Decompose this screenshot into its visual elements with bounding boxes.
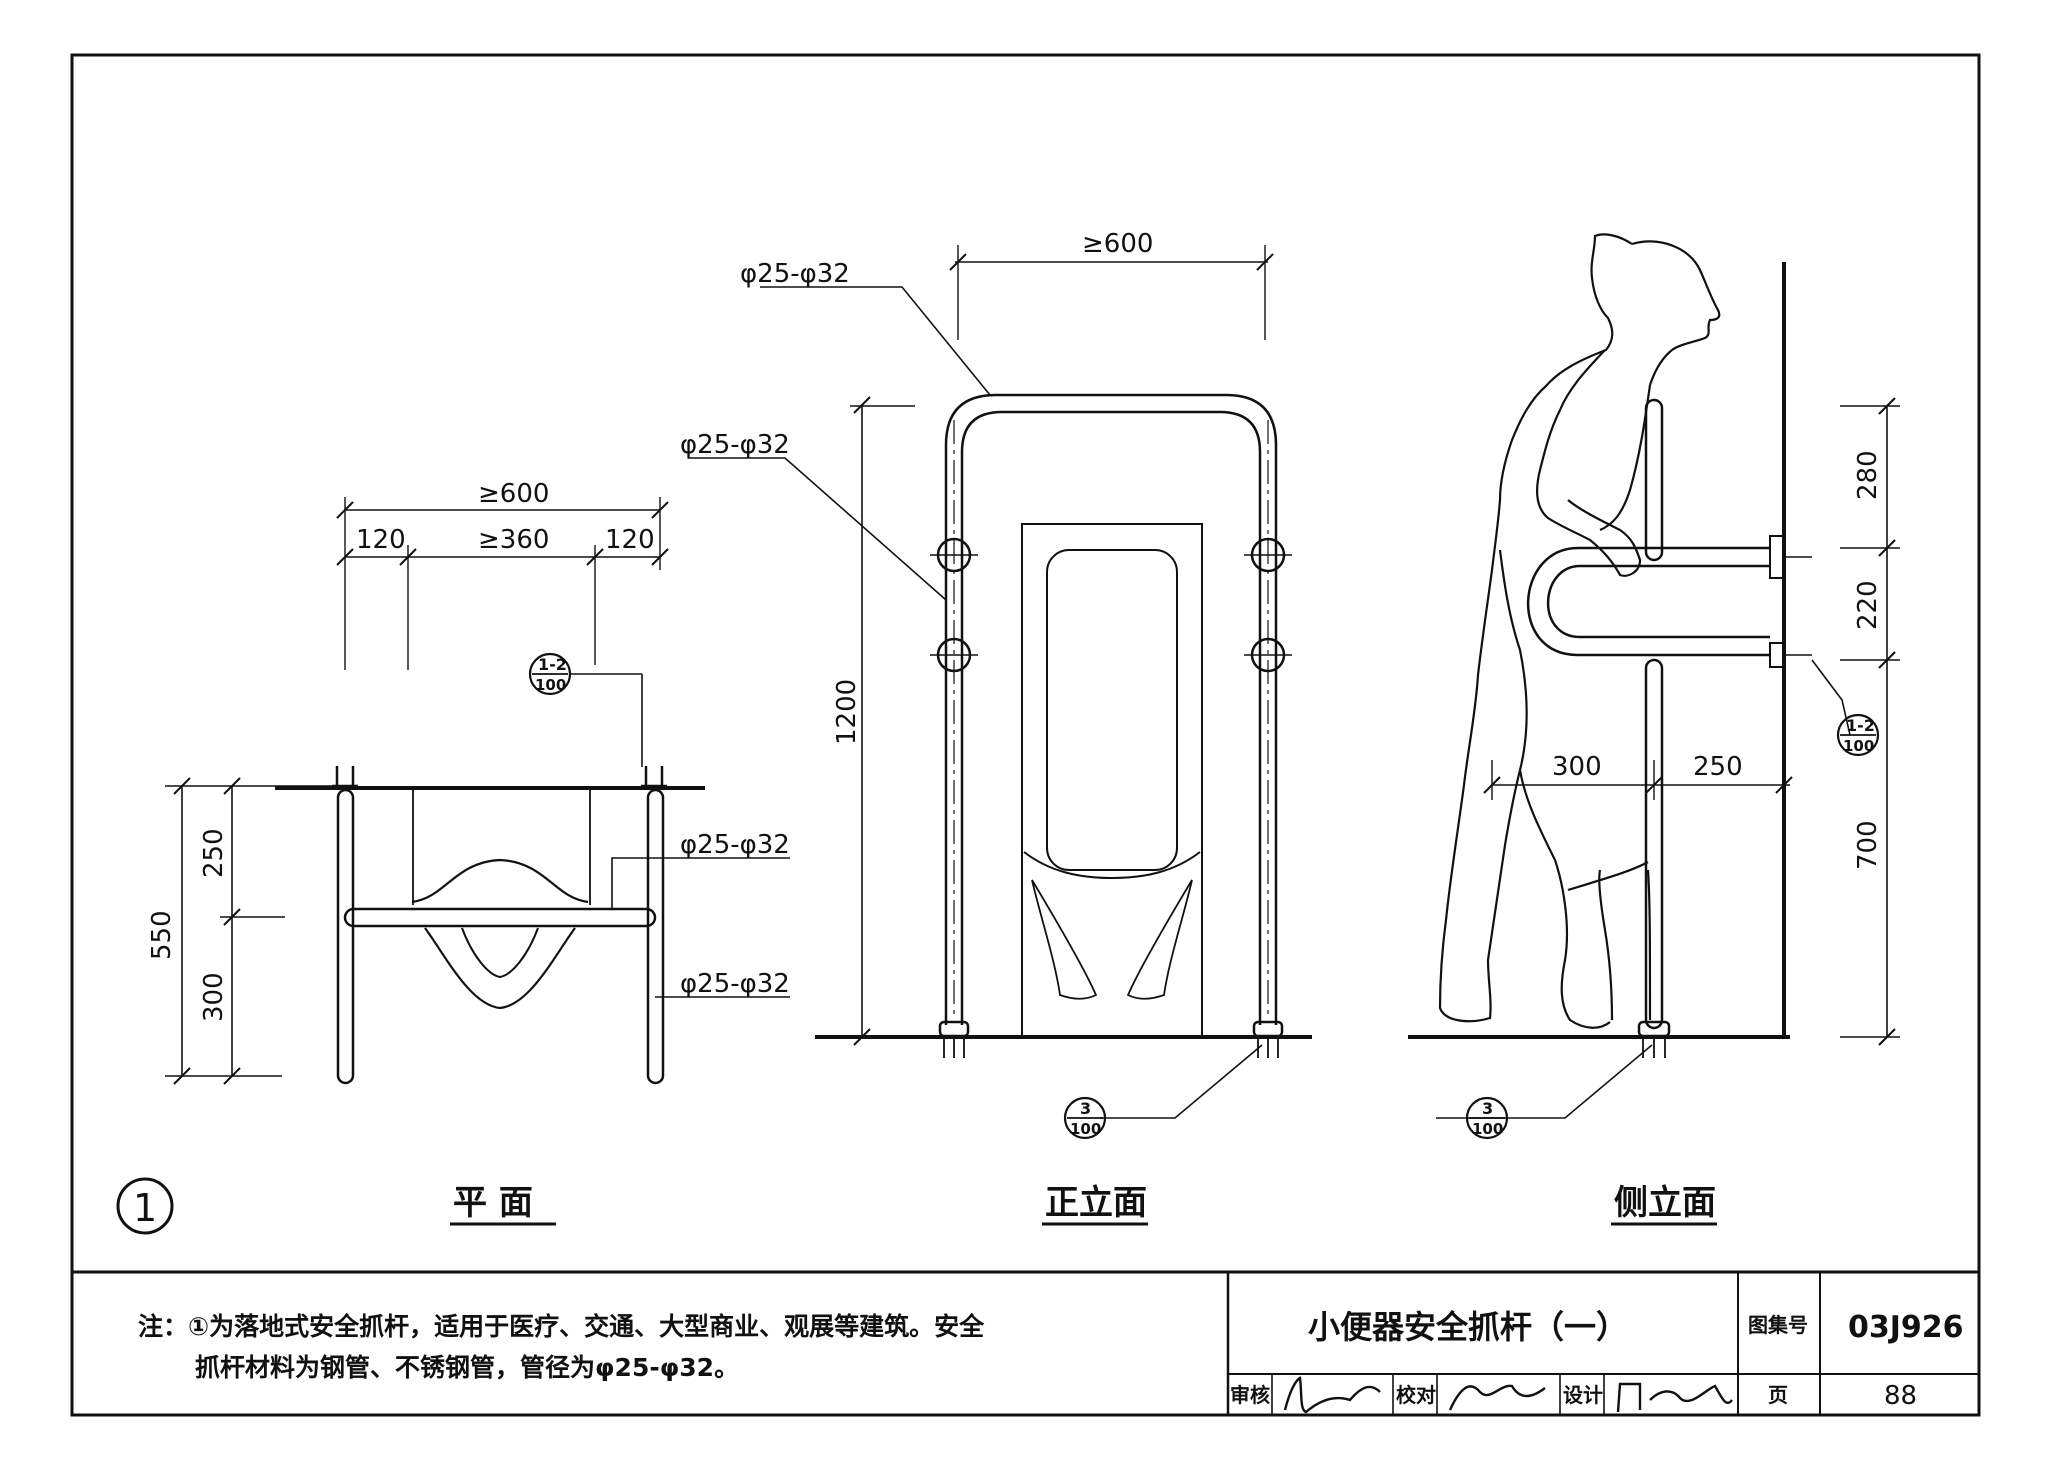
page-label: 页 (1768, 1383, 1788, 1407)
side-detail-ref-wall-top: 1-2 (1846, 716, 1875, 735)
front-detail-ref-bottom: 100 (1070, 1120, 1101, 1138)
side-view (1408, 233, 1900, 1140)
title-block (72, 1270, 1979, 1415)
side-dim-lower: 700 (1853, 820, 1883, 870)
front-title: 正立面 (1045, 1183, 1147, 1223)
front-label-pipe-mid: φ25-φ32 (680, 430, 790, 460)
atlas-number: 03J926 (1848, 1310, 1964, 1345)
plan-dim-depth-bottom: 300 (199, 972, 229, 1022)
detail-number-circle (116, 1177, 174, 1235)
signature-design (1616, 1382, 1733, 1413)
plan-dim-depth-top: 250 (199, 828, 229, 878)
side-detail-ref-wall-bottom: 100 (1843, 737, 1874, 755)
side-dim-reach-right: 250 (1693, 752, 1743, 782)
detail-number: 1 (133, 1186, 157, 1230)
note-line-2: 抓杆材料为钢管、不锈钢管，管径为φ25-φ32。 (195, 1353, 739, 1382)
side-title: 侧立面 (1614, 1183, 1716, 1223)
plan-dim-right: 120 (605, 525, 655, 555)
plan-dim-total: ≥600 (478, 479, 549, 509)
side-dim-reach-left: 300 (1552, 752, 1602, 782)
page-number: 88 (1884, 1381, 1917, 1411)
front-dim-width: ≥600 (1082, 229, 1153, 259)
side-dim-middle: 220 (1853, 580, 1883, 630)
front-dim-height: 1200 (832, 679, 862, 745)
signature-check (1448, 1384, 1546, 1411)
plan-dim-depth-total: 550 (147, 910, 177, 960)
check-label: 校对 (1396, 1383, 1436, 1407)
plan-dim-middle: ≥360 (478, 525, 549, 555)
sheet-border (70, 53, 1981, 1417)
side-detail-ref-floor-top: 3 (1482, 1099, 1493, 1118)
plan-title: 平 面 (453, 1183, 533, 1223)
side-detail-ref-floor-bottom: 100 (1472, 1120, 1503, 1138)
side-dim-upper: 280 (1853, 450, 1883, 500)
drawing-title: 小便器安全抓杆（一） (1308, 1308, 1628, 1346)
front-view (688, 245, 1312, 1140)
front-detail-ref-top: 3 (1080, 1099, 1091, 1118)
design-label: 设计 (1563, 1383, 1603, 1407)
note-line-1: 注：①为落地式安全抓杆，适用于医疗、交通、大型商业、观展等建筑。安全 (138, 1312, 985, 1341)
front-label-pipe-top: φ25-φ32 (740, 259, 850, 289)
plan-dim-left: 120 (356, 525, 406, 555)
review-label: 审核 (1230, 1383, 1270, 1407)
plan-view (165, 497, 790, 1085)
plan-label-pipe-upper: φ25-φ32 (680, 830, 790, 860)
plan-detail-ref-bottom: 100 (535, 676, 566, 694)
signature-review (1283, 1376, 1381, 1414)
plan-detail-ref-top: 1-2 (538, 655, 567, 674)
plan-label-pipe-lower: φ25-φ32 (680, 969, 790, 999)
atlas-label: 图集号 (1748, 1313, 1808, 1337)
